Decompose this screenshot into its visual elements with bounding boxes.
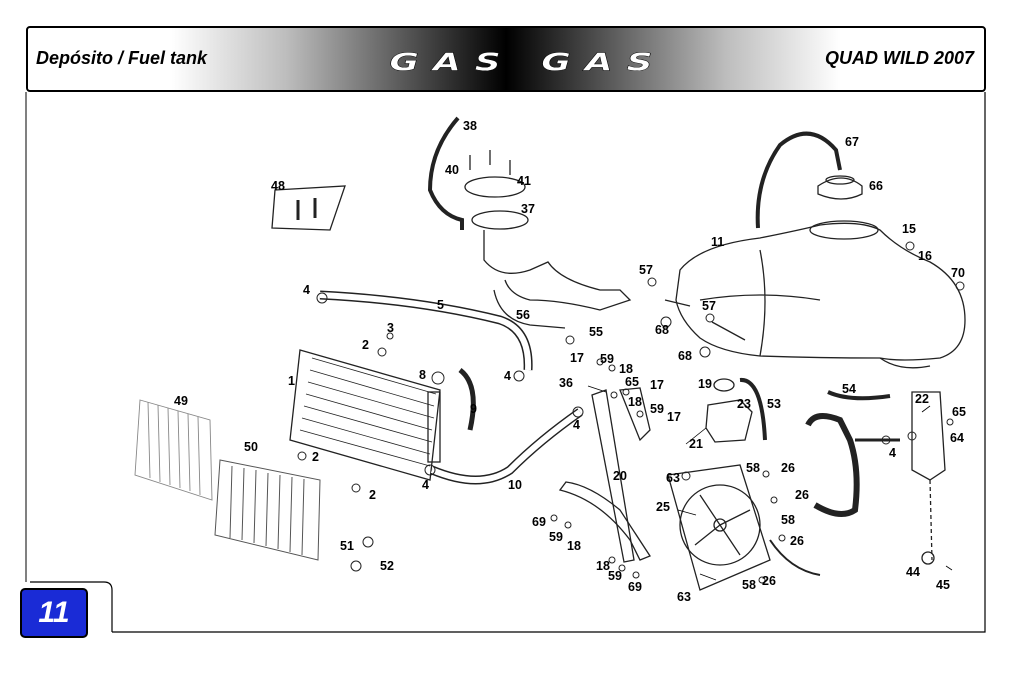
part-number-label-p2b: 2 (312, 450, 319, 464)
part-number-label-p18b: 18 (628, 395, 642, 409)
part-number-label-p17c: 17 (667, 410, 681, 424)
part-number-label-p1: 1 (288, 374, 295, 388)
part-number-label-p18c: 18 (567, 539, 581, 553)
part-number-label-p70: 70 (951, 266, 965, 280)
part-number-label-p4c: 4 (573, 418, 580, 432)
brand-logo-text: GAS GAS (389, 48, 666, 77)
part-number-label-p59b: 59 (650, 402, 664, 416)
radiator-drawing (289, 349, 441, 481)
part-number-label-p11: 11 (711, 235, 725, 249)
part-number-label-p4d: 4 (889, 446, 896, 460)
part-number-label-p44: 44 (906, 565, 920, 579)
part-number-label-p55: 55 (589, 325, 603, 339)
breather-hose-drawing (755, 131, 842, 229)
part-number-label-p49: 49 (174, 394, 188, 408)
part-number-label-p26a: 26 (781, 461, 795, 475)
part-number-label-p25: 25 (656, 500, 670, 514)
bolt-kit-drawing (271, 185, 346, 231)
part-number-label-p53: 53 (767, 397, 781, 411)
part-number-label-p26d: 26 (762, 574, 776, 588)
part-number-label-p22: 22 (915, 392, 929, 406)
part-number-label-p18a: 18 (619, 362, 633, 376)
part-number-label-p3: 3 (387, 321, 394, 335)
part-number-label-p64: 64 (950, 431, 964, 445)
fuel-pump-drawing (427, 116, 632, 329)
part-number-label-p56: 56 (516, 308, 530, 322)
part-number-label-p57b: 57 (702, 299, 716, 313)
part-number-label-p40: 40 (445, 163, 459, 177)
part-number-label-p65b: 65 (952, 405, 966, 419)
part-number-label-p20: 20 (613, 469, 627, 483)
expansion-tank-drawing (705, 378, 767, 443)
part-number-label-p2a: 2 (362, 338, 369, 352)
part-number-label-p59c: 59 (549, 530, 563, 544)
bracket-frame-drawing (558, 387, 651, 563)
part-number-label-p57a: 57 (639, 263, 653, 277)
part-number-label-p9: 9 (470, 402, 477, 416)
part-number-label-p69a: 69 (532, 515, 546, 529)
tank-cap-drawing (817, 175, 863, 200)
part-number-label-p41: 41 (517, 174, 531, 188)
part-number-label-p2c: 2 (369, 488, 376, 502)
part-number-label-p21: 21 (689, 437, 703, 451)
part-number-label-p69b: 69 (628, 580, 642, 594)
fuel-tank-drawing (664, 220, 966, 369)
part-number-label-p63b: 63 (677, 590, 691, 604)
part-number-label-p16: 16 (918, 249, 932, 263)
part-number-label-p19: 19 (698, 377, 712, 391)
part-number-label-p67: 67 (845, 135, 859, 149)
part-number-label-p59d: 59 (608, 569, 622, 583)
part-number-label-p4b: 4 (504, 369, 511, 383)
part-number-label-p5: 5 (437, 298, 444, 312)
part-number-label-p50: 50 (244, 440, 258, 454)
part-number-label-p66: 66 (869, 179, 883, 193)
part-number-label-p68b: 68 (678, 349, 692, 363)
hose-54-drawing (827, 390, 891, 401)
part-number-label-p52: 52 (380, 559, 394, 573)
header-title-left: Depósito / Fuel tank (36, 48, 208, 68)
part-number-label-p38: 38 (463, 119, 477, 133)
radiator-cover-drawing (214, 459, 321, 561)
part-number-label-p51: 51 (340, 539, 354, 553)
page-header: Depósito / Fuel tank GAS GAS QUAD WILD 2… (26, 26, 986, 92)
part-number-label-p17a: 17 (570, 351, 584, 365)
part-number-label-p68a: 68 (655, 323, 669, 337)
leader-lines (587, 385, 953, 581)
part-number-label-p17b: 17 (650, 378, 664, 392)
part-number-label-p48: 48 (271, 179, 285, 193)
part-number-label-p58a: 58 (746, 461, 760, 475)
part-number-label-p36: 36 (559, 376, 573, 390)
cooling-fan-drawing (667, 464, 821, 591)
hardware-parts-drawing (297, 241, 965, 584)
hose-9-drawing (458, 368, 476, 431)
brand-logo: GAS GAS (389, 47, 666, 77)
part-number-label-p45: 45 (936, 578, 950, 592)
part-number-label-p15: 15 (902, 222, 916, 236)
part-number-label-p65a: 65 (625, 375, 639, 389)
part-number-label-p4e: 4 (422, 478, 429, 492)
part-number-label-p23: 23 (737, 397, 751, 411)
header-title-right: QUAD WILD 2007 (824, 48, 974, 68)
part-number-label-p54: 54 (842, 382, 856, 396)
part-number-label-p26b: 26 (795, 488, 809, 502)
page-number-badge: 11 (20, 588, 88, 638)
part-number-label-p8: 8 (419, 368, 426, 382)
part-number-label-p37: 37 (521, 202, 535, 216)
part-number-label-p58b: 58 (781, 513, 795, 527)
overflow-bottle-drawing (805, 391, 946, 565)
part-number-label-p58c: 58 (742, 578, 756, 592)
part-number-label-p59a: 59 (600, 352, 614, 366)
radiator-grille-drawing (134, 399, 213, 501)
part-number-label-p26c: 26 (790, 534, 804, 548)
part-number-label-p63a: 63 (666, 471, 680, 485)
part-number-label-p4a: 4 (303, 283, 310, 297)
part-number-label-p18d: 18 (596, 559, 610, 573)
part-number-label-p10: 10 (508, 478, 522, 492)
